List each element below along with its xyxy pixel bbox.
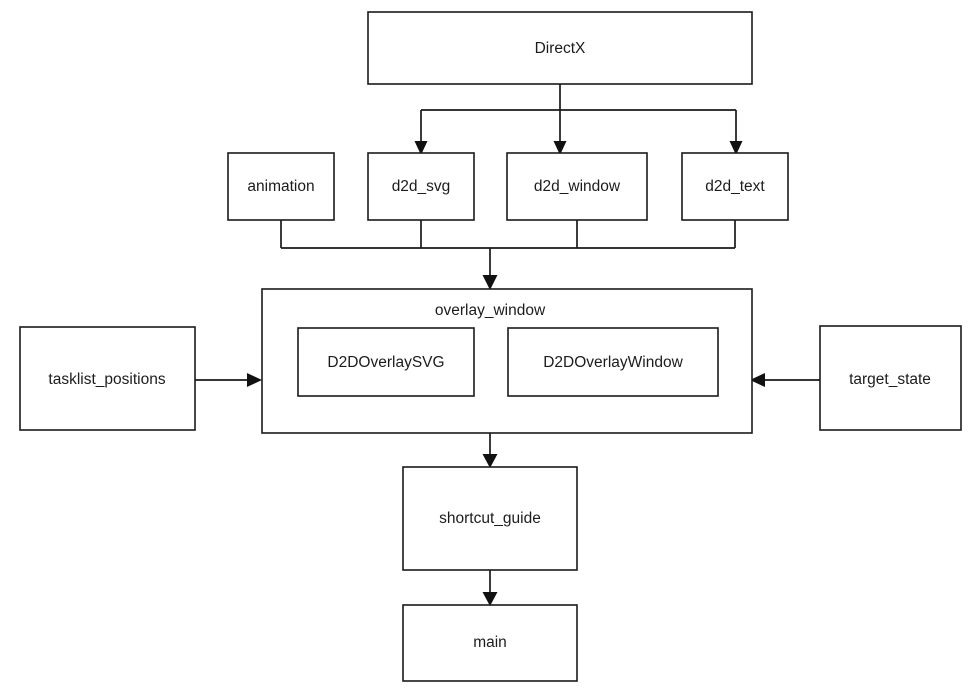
node-d2d-text-box[interactable] [681, 152, 789, 221]
arrowhead-shortcutguide-to-main [482, 592, 498, 606]
node-main[interactable]: main [402, 604, 578, 682]
node-main-box[interactable] [402, 604, 578, 682]
node-animation-label: animation [247, 178, 314, 195]
node-d2d-svg[interactable]: d2d_svg [367, 152, 475, 221]
node-d2doverlaywindow-box[interactable] [507, 327, 719, 397]
node-overlay-window-group[interactable]: overlay_window D2DOverlaySVG D2DOverlayW… [261, 288, 753, 434]
node-tasklist-positions-box[interactable] [19, 326, 196, 431]
arrowhead-directx-to-d2dwindow [553, 141, 567, 155]
node-d2doverlaysvg[interactable]: D2DOverlaySVG [297, 327, 475, 397]
node-d2doverlaysvg-label: D2DOverlaySVG [327, 354, 444, 371]
node-shortcut-guide-box[interactable] [402, 466, 578, 571]
node-d2d-svg-label: d2d_svg [392, 178, 451, 195]
node-target-state[interactable]: target_state [819, 325, 962, 431]
node-tasklist-positions[interactable]: tasklist_positions [19, 326, 196, 431]
node-tasklist-positions-label: tasklist_positions [48, 371, 165, 388]
edge-layer [195, 84, 820, 606]
arrowhead-merge-to-overlaywindow [482, 275, 498, 290]
node-d2doverlaywindow-label: D2DOverlayWindow [543, 354, 683, 371]
arrowhead-tasklistpositions-to-overlaywindow [247, 373, 262, 387]
node-animation-box[interactable] [227, 152, 335, 221]
node-overlay-window-label: overlay_window [435, 302, 546, 319]
node-directx-box[interactable] [367, 11, 753, 85]
node-target-state-box[interactable] [819, 325, 962, 431]
node-d2d-svg-box[interactable] [367, 152, 475, 221]
node-d2d-window-box[interactable] [506, 152, 648, 221]
node-d2d-text[interactable]: d2d_text [681, 152, 789, 221]
node-d2doverlaywindow[interactable]: D2DOverlayWindow [507, 327, 719, 397]
node-d2d-window-label: d2d_window [534, 178, 621, 195]
node-d2doverlaysvg-box[interactable] [297, 327, 475, 397]
arrowhead-overlaywindow-to-shortcutguide [482, 454, 498, 468]
node-target-state-label: target_state [849, 371, 931, 388]
node-directx[interactable]: DirectX [367, 11, 753, 85]
node-directx-label: DirectX [535, 40, 586, 57]
node-main-label: main [473, 634, 507, 651]
node-d2d-text-label: d2d_text [705, 178, 765, 195]
node-animation[interactable]: animation [227, 152, 335, 221]
arrowhead-directx-to-d2dsvg [414, 141, 428, 155]
node-shortcut-guide[interactable]: shortcut_guide [402, 466, 578, 571]
node-d2d-window[interactable]: d2d_window [506, 152, 648, 221]
node-shortcut-guide-label: shortcut_guide [439, 510, 541, 527]
arrowhead-targetstate-to-overlaywindow [750, 373, 765, 387]
arrowhead-directx-to-d2dtext [729, 141, 743, 155]
